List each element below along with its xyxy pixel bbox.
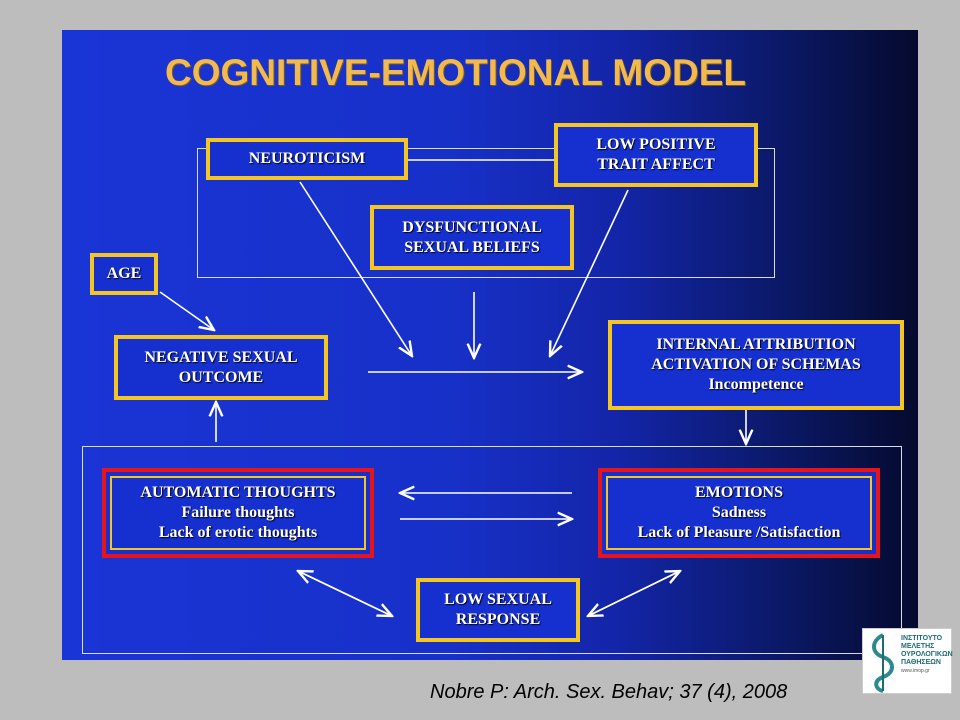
neuroticism-box: NEUROTICISM (206, 138, 408, 180)
low-positive-trait-affect-box: LOW POSITIVE TRAIT AFFECT (554, 123, 758, 187)
upper-group-frame (197, 148, 775, 278)
slide-title: COGNITIVE-EMOTIONAL MODEL (165, 52, 747, 93)
negative-sexual-outcome-box: NEGATIVE SEXUAL OUTCOME (114, 335, 328, 400)
emotions-box: EMOTIONS Sadness Lack of Pleasure /Satis… (598, 468, 880, 558)
automatic-line-3: Lack of erotic thoughts (158, 524, 318, 541)
logo-text: ΙΝΣΤΙΤΟΥΤΟ ΜΕΛΕΤΗΣ ΟΥΡΟΛΟΓΙΚΩΝ ΠΑΘΗΣΕΩΝ … (901, 635, 953, 675)
emotions-response-arrow (588, 570, 681, 616)
automatic-line-1: AUTOMATIC THOUGHTS (140, 484, 336, 501)
low-response-line-1: LOW SEXUAL (444, 591, 552, 608)
negative-outcome-line-2: OUTCOME (178, 368, 264, 386)
internal-line-3: Incompetence (708, 376, 804, 393)
low-positive-line-2: TRAIT AFFECT (597, 156, 715, 173)
lower-group-frame (82, 446, 902, 654)
emotions-line-1: EMOTIONS (694, 484, 783, 501)
trait-to-internal-arrow (550, 189, 629, 356)
low-sexual-response-box: LOW SEXUAL RESPONSE (416, 578, 580, 642)
dysfunctional-beliefs-box: DYSFUNCTIONAL SEXUAL BELIEFS (370, 205, 574, 270)
age-label: AGE (106, 265, 142, 282)
serpent-staff-icon (872, 633, 894, 693)
logo-line-2: ΜΕΛΕΤΗΣ (901, 643, 935, 650)
emotions-line-3: Lack of Pleasure /Satisfaction (637, 524, 841, 541)
emotions-line-2: Sadness (711, 504, 767, 521)
automatic-thoughts-box: AUTOMATIC THOUGHTS Failure thoughts Lack… (102, 468, 374, 558)
logo-url: www.imop.gr (901, 668, 930, 674)
logo-line-1: ΙΝΣΤΙΤΟΥΤΟ (901, 635, 943, 642)
logo-line-4: ΠΑΘΗΣΕΩΝ (901, 659, 941, 666)
age-box: AGE (90, 253, 158, 295)
dysfunctional-line-2: SEXUAL BELIEFS (404, 238, 540, 256)
low-positive-line-1: LOW POSITIVE (596, 136, 716, 153)
neuroticism-to-internal-arrow (299, 181, 412, 356)
automatic-line-2: Failure thoughts (181, 504, 295, 521)
citation-text: Nobre P: Arch. Sex. Behav; 37 (4), 2008 (430, 681, 788, 703)
slide: COGNITIVE-EMOTIONAL MODEL NE (62, 30, 918, 660)
age-to-negative-arrow (159, 291, 214, 330)
internal-line-1: INTERNAL ATTRIBUTION (656, 336, 856, 353)
response-thoughts-arrow (298, 571, 393, 617)
connector-arrows (159, 159, 918, 660)
dysfunctional-line-1: DYSFUNCTIONAL (402, 218, 542, 236)
low-response-line-2: RESPONSE (455, 611, 541, 628)
negative-outcome-line-1: NEGATIVE SEXUAL (144, 348, 298, 366)
logo-line-3: ΟΥΡΟΛΟΓΙΚΩΝ (901, 651, 953, 658)
institute-logo: ΙΝΣΤΙΤΟΥΤΟ ΜΕΛΕΤΗΣ ΟΥΡΟΛΟΓΙΚΩΝ ΠΑΘΗΣΕΩΝ … (862, 628, 953, 694)
neuroticism-label: NEUROTICISM (248, 150, 366, 167)
internal-attribution-box: INTERNAL ATTRIBUTION ACTIVATION OF SCHEM… (608, 320, 904, 410)
internal-line-2: ACTIVATION OF SCHEMAS (651, 356, 861, 373)
